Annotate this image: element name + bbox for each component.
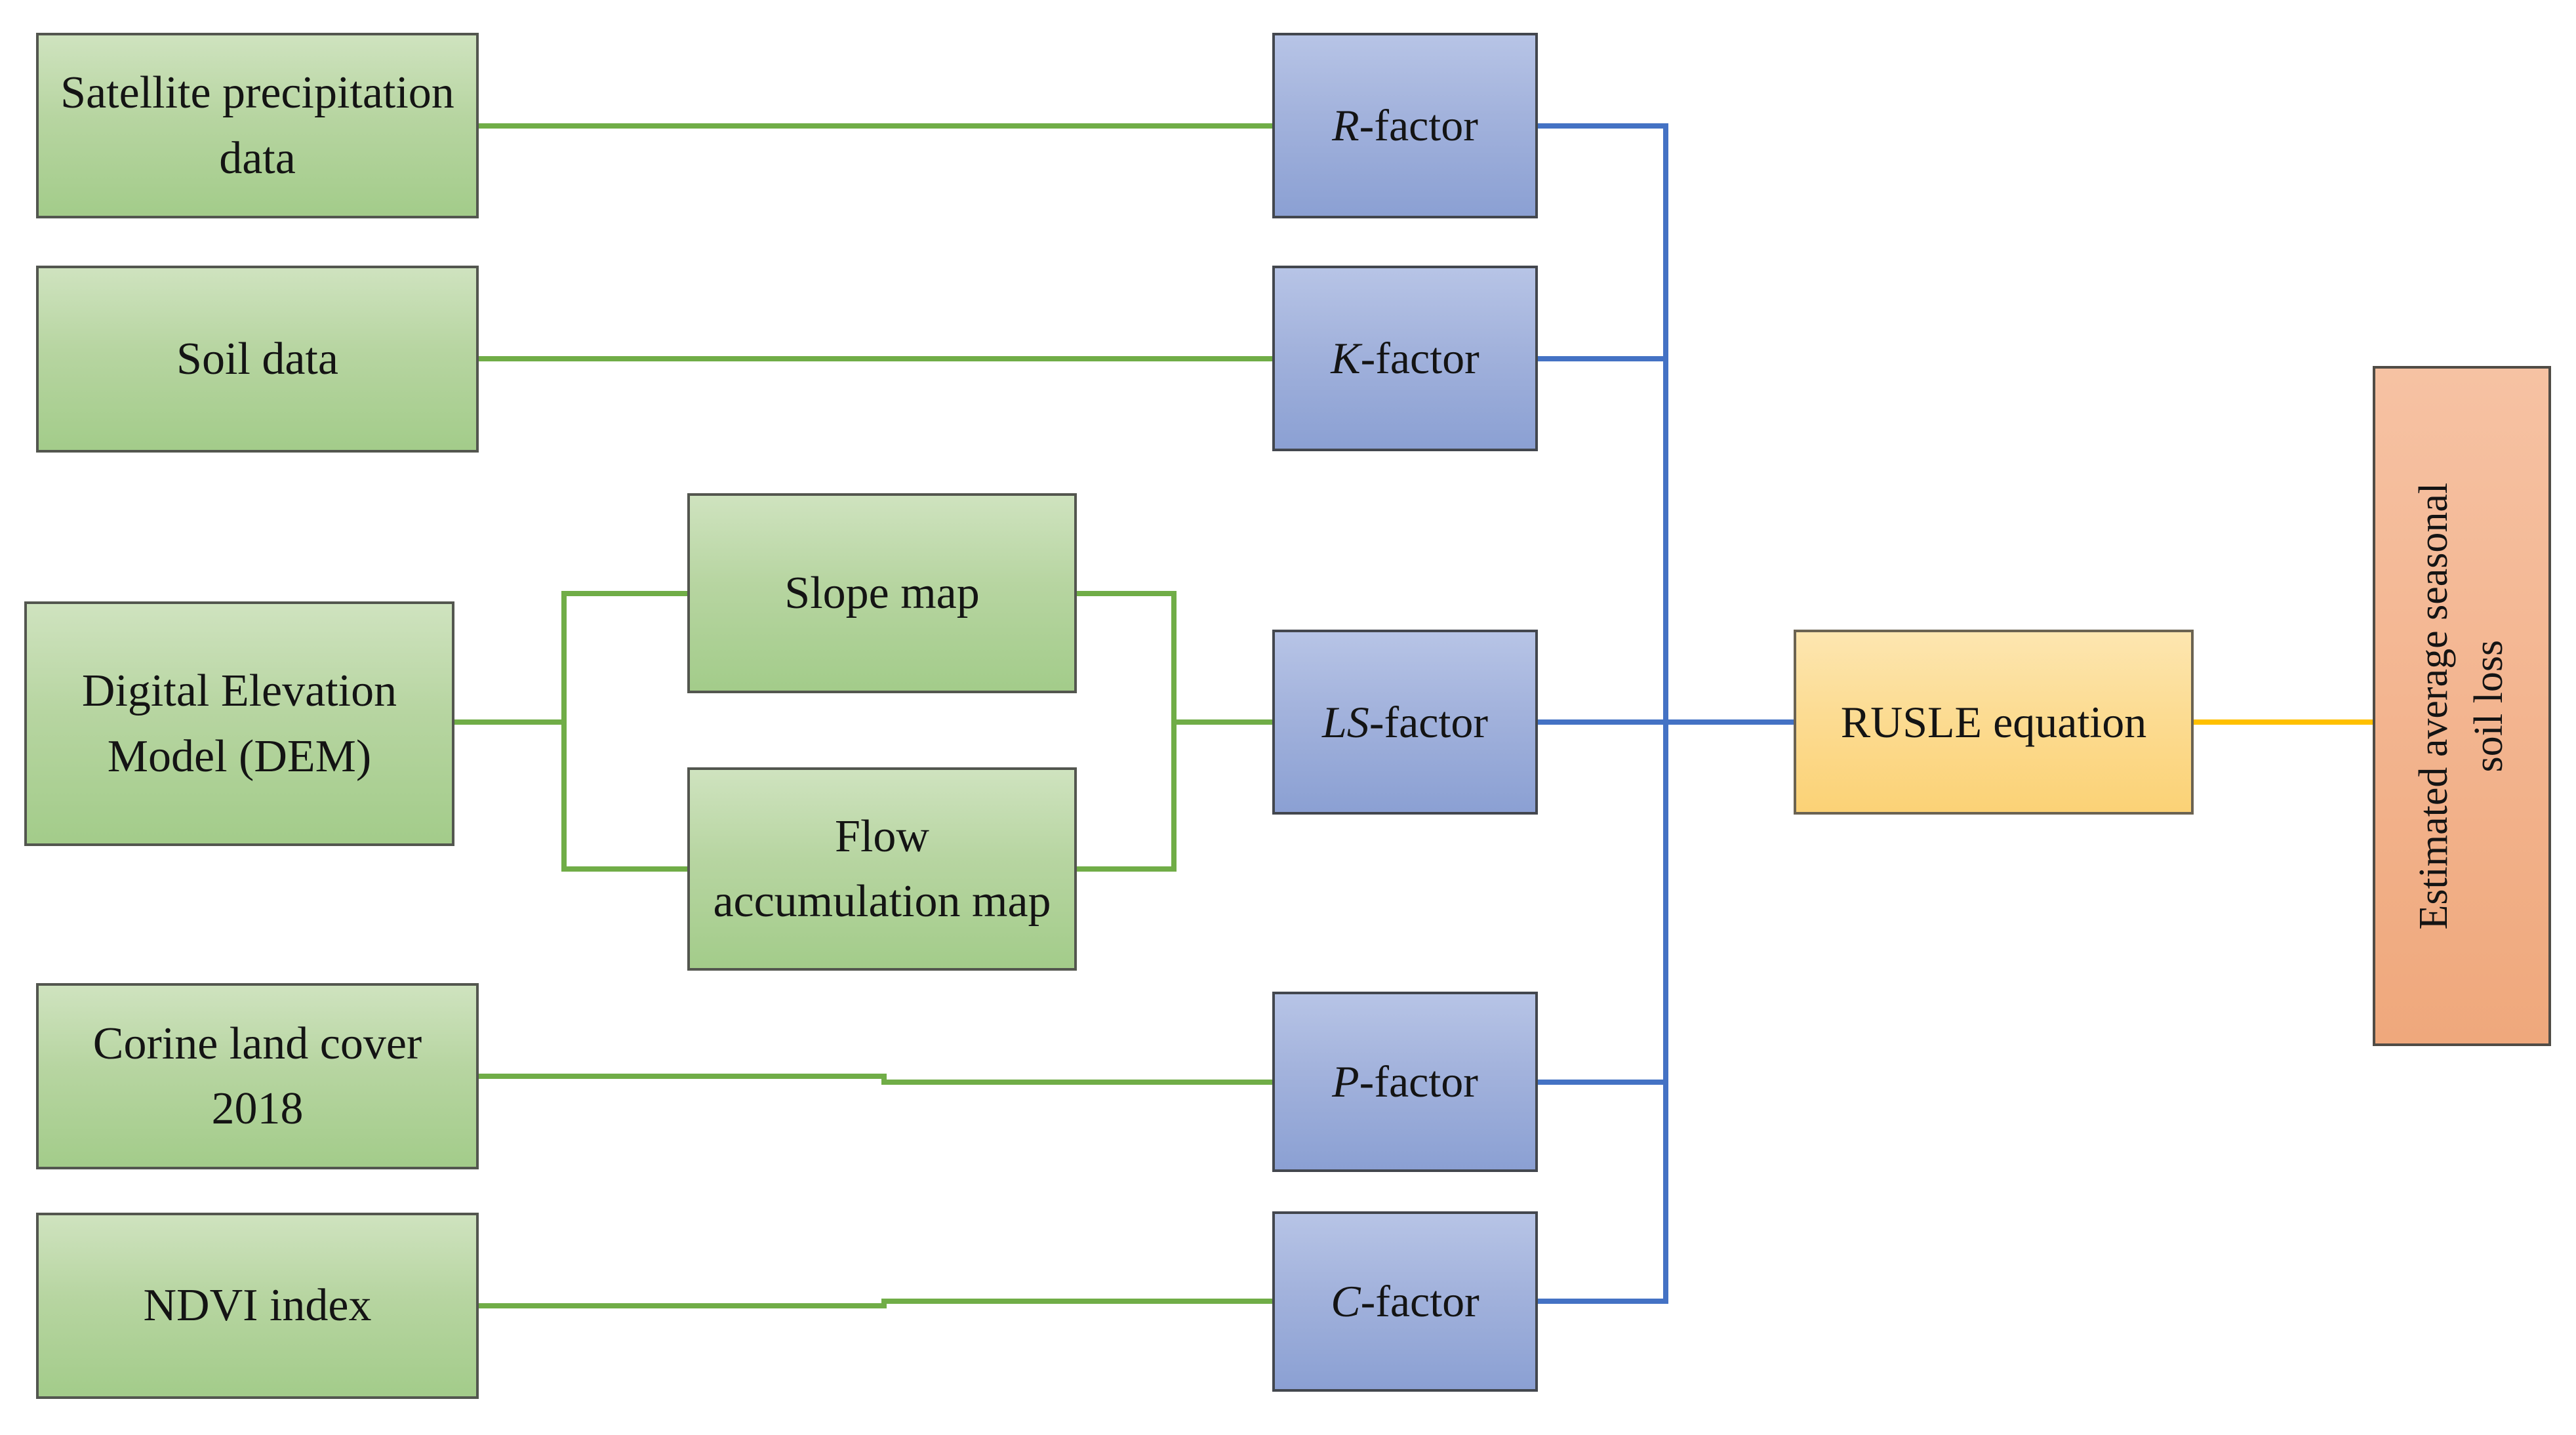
node-label: Corine land cover 2018 [92,1018,422,1134]
factor-suffix: -factor [1360,1276,1479,1327]
factor-suffix: -factor [1369,697,1489,747]
node-label: Digital Elevation Model (DEM) [81,666,397,782]
node-corine-land-cover: Corine land cover 2018 [36,983,479,1169]
node-soil-data: Soil data [36,266,479,453]
output-label-line1: Estimated average seasonal [2411,482,2457,930]
node-ls-factor: LS-factor [1272,630,1538,815]
node-label: K-factor [1331,327,1479,390]
node-label: Flow accumulation map [713,811,1051,927]
connector-blue-trunk [1538,123,1668,1304]
node-label: RUSLE equation [1840,697,2147,747]
factor-letter: LS [1321,697,1369,747]
factor-letter: R [1332,100,1359,151]
node-label: R-factor [1332,94,1478,157]
node-label-vertical: Estimated average seasonal soil loss [2407,483,2516,930]
node-p-factor: P-factor [1272,992,1538,1172]
factor-suffix: -factor [1360,333,1479,384]
factor-suffix: -factor [1359,100,1478,151]
connector-dem-split [561,591,687,872]
node-label: Satellite precipitation data [60,68,454,184]
node-label: P-factor [1332,1050,1478,1114]
factor-letter: K [1331,333,1361,384]
node-flow-accumulation-map: Flow accumulation map [687,767,1077,971]
node-k-factor: K-factor [1272,266,1538,451]
factor-letter: P [1332,1057,1359,1107]
connector-corine-to-pfactor [479,1074,1272,1085]
output-label-line2: soil loss [2466,639,2512,773]
factor-letter: C [1331,1276,1361,1327]
node-rusle-equation: RUSLE equation [1794,630,2194,815]
node-r-factor: R-factor [1272,33,1538,218]
node-slope-map: Slope map [687,493,1077,693]
node-label: Slope map [784,567,980,618]
connector-slope-flow-merge [1077,591,1177,872]
factor-suffix: -factor [1359,1057,1478,1107]
node-estimated-soil-loss: Estimated average seasonal soil loss [2373,366,2551,1046]
node-label: NDVI index [143,1280,372,1331]
node-c-factor: C-factor [1272,1211,1538,1392]
node-label: Soil data [176,333,338,384]
connector-ndvi-to-cfactor [479,1299,1272,1308]
node-label: LS-factor [1322,691,1488,754]
node-label: C-factor [1331,1270,1479,1333]
node-satellite-precipitation-data: Satellite precipitation data [36,33,479,218]
node-ndvi-index: NDVI index [36,1213,479,1399]
node-digital-elevation-model: Digital Elevation Model (DEM) [24,601,454,846]
